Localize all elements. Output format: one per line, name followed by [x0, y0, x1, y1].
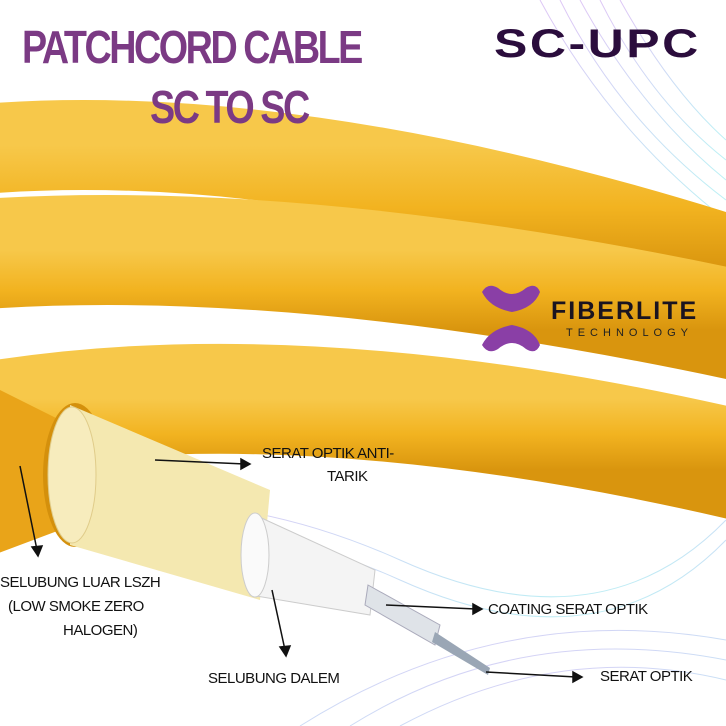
- fiber-coating: [364, 584, 441, 646]
- title-line-1: PATCHCORD CABLE: [22, 21, 363, 73]
- title-line-2: SC TO SC: [150, 81, 310, 133]
- label-anti-tarik-1: SERAT OPTIK ANTI-: [262, 445, 394, 462]
- cable-band-2: [0, 195, 726, 379]
- connector-type-badge: SC-UPC: [494, 22, 701, 66]
- brand-name: FIBERLITE: [551, 297, 699, 325]
- label-luar-1: SELUBUNG LUAR LSZH: [0, 574, 161, 591]
- aramid-yarn: [70, 405, 270, 600]
- cable-band-1: [0, 100, 726, 307]
- arrows: [19, 457, 584, 684]
- label-luar-2: (LOW SMOKE ZERO: [8, 598, 144, 615]
- brand-tagline: TECHNOLOGY: [566, 327, 694, 339]
- label-luar-3: HALOGEN): [63, 622, 138, 639]
- label-anti-tarik-2: TARIK: [327, 468, 368, 485]
- label-serat: SERAT OPTIK: [600, 668, 693, 685]
- fiberlite-logo-icon: [482, 285, 540, 352]
- fiber-core: [432, 632, 490, 675]
- label-dalem: SELUBUNG DALEM: [208, 670, 340, 687]
- label-coating: COATING SERAT OPTIK: [488, 601, 648, 618]
